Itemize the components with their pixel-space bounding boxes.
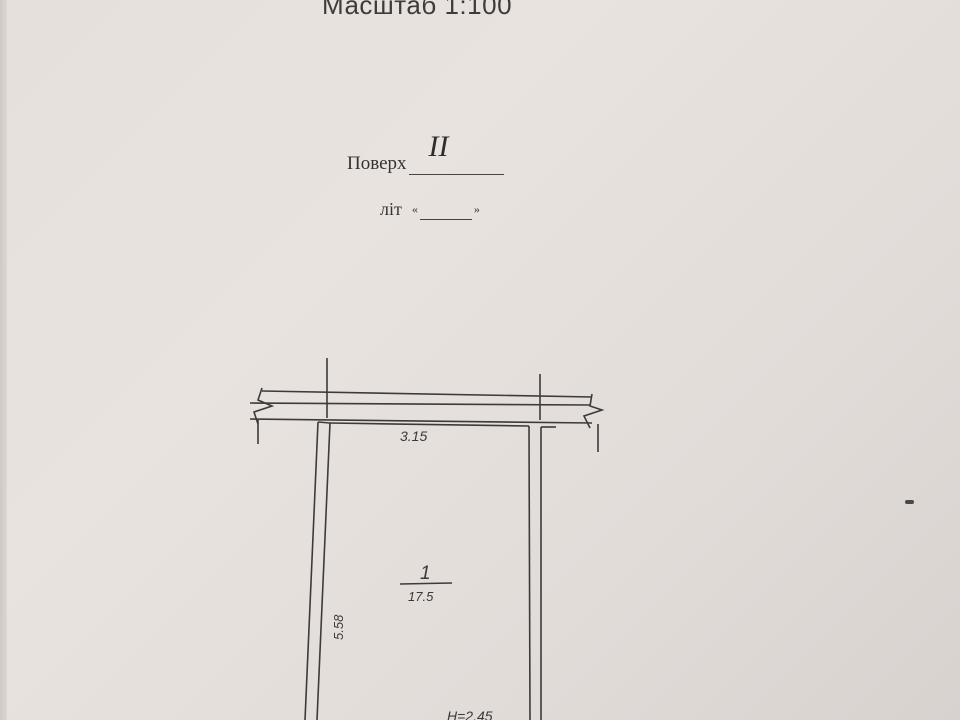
top-wall-outer-line (261, 390, 593, 398)
lit-open-quote: « (411, 202, 418, 216)
floor-line: Поверх II (347, 130, 504, 175)
side-dimension: 5.58 (331, 614, 346, 640)
plan-walls (249, 358, 605, 720)
top-wall-inner-line (249, 418, 593, 424)
left-break-mark (252, 387, 275, 425)
floor-value: II (428, 130, 449, 163)
left-wall-cap (317, 421, 331, 424)
room-area: 17.5 (408, 589, 434, 604)
top-wall-top-line (249, 402, 591, 406)
ink-mark (905, 500, 914, 504)
lit-blank (419, 203, 472, 220)
floor-label: Поверх (347, 153, 407, 174)
page-left-edge (0, 0, 7, 720)
right-wall-inner (528, 425, 531, 720)
scale-title: Масштаб 1:100 (322, 0, 513, 20)
left-wall-outer (304, 421, 319, 720)
lit-line: літ « » (380, 199, 480, 220)
room-top-inner-line (329, 422, 530, 427)
height-note: H=2.45 (447, 708, 493, 720)
right-break-mark (582, 393, 605, 429)
left-wall-inner (316, 422, 331, 720)
lit-close-quote: » (473, 202, 480, 216)
lit-label: літ (380, 199, 402, 219)
floor-blank: II (408, 130, 504, 175)
room-number: 1 (420, 563, 431, 584)
room-fraction-line (399, 582, 453, 585)
top-dimension: 3.15 (400, 428, 427, 444)
